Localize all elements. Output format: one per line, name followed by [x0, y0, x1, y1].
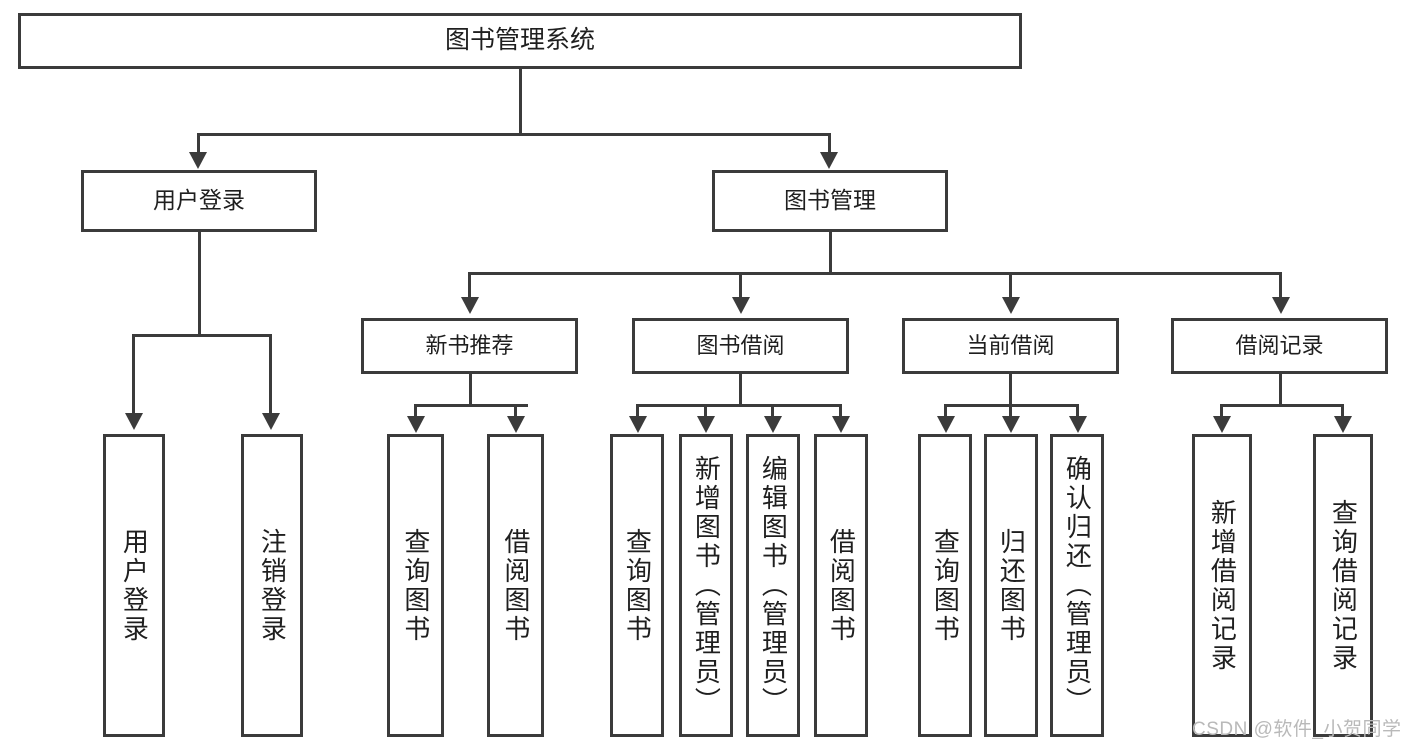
arrowhead-query-book-2: [629, 416, 647, 433]
connector-drop-borrow-book-2: [839, 404, 842, 418]
arrowhead-query-record: [1334, 416, 1352, 433]
connector-borrow-record-bus: [1220, 404, 1344, 407]
node-leaf-edit-book[interactable]: 编辑图书（管理员）: [746, 434, 800, 737]
connector-drop-query-book-3: [944, 404, 947, 418]
arrowhead-current-borrow: [1002, 297, 1020, 314]
node-user-login-label: 用户登录: [153, 187, 245, 214]
node-leaf-confirm-return[interactable]: 确认归还（管理员）: [1050, 434, 1104, 737]
connector-drop-current-borrow: [1009, 272, 1012, 299]
connector-drop-edit-book: [771, 404, 774, 418]
node-root-label: 图书管理系统: [444, 26, 595, 55]
arrowhead-leaf-user-login: [125, 413, 143, 430]
node-leaf-logout-label: 注销登录: [257, 527, 288, 644]
node-leaf-query-book-2[interactable]: 查询图书: [610, 434, 664, 737]
arrowhead-borrow-book-1: [507, 416, 525, 433]
node-leaf-query-book-3-label: 查询图书: [930, 527, 961, 644]
node-leaf-query-book-2-label: 查询图书: [622, 527, 653, 644]
connector-drop-leaf-logout: [269, 334, 272, 415]
node-book-manage-label: 图书管理: [784, 187, 876, 214]
arrowhead-user-login: [189, 152, 207, 169]
arrowhead-query-book-3: [937, 416, 955, 433]
arrowhead-add-record: [1213, 416, 1231, 433]
connector-drop-query-book-1: [414, 404, 417, 418]
node-current-borrow-label: 当前借阅: [966, 333, 1055, 359]
node-new-book-recommend[interactable]: 新书推荐: [361, 318, 578, 374]
node-leaf-query-record[interactable]: 查询借阅记录: [1313, 434, 1373, 737]
connector-root-stem: [519, 69, 522, 135]
connector-user-login-bus: [132, 334, 272, 337]
node-book-manage[interactable]: 图书管理: [712, 170, 948, 232]
connector-drop-add-book: [704, 404, 707, 418]
arrowhead-return-book: [1002, 416, 1020, 433]
arrowhead-edit-book: [764, 416, 782, 433]
node-leaf-confirm-return-label: 确认归还（管理员）: [1062, 455, 1093, 716]
node-borrow-record[interactable]: 借阅记录: [1171, 318, 1388, 374]
node-leaf-query-book-3[interactable]: 查询图书: [918, 434, 972, 737]
node-root[interactable]: 图书管理系统: [18, 13, 1022, 69]
connector-drop-add-record: [1220, 404, 1223, 418]
node-current-borrow[interactable]: 当前借阅: [902, 318, 1119, 374]
node-leaf-borrow-book-1[interactable]: 借阅图书: [487, 434, 544, 737]
node-borrow-record-label: 借阅记录: [1235, 333, 1324, 359]
node-leaf-borrow-book-2[interactable]: 借阅图书: [814, 434, 868, 737]
arrowhead-confirm-return: [1069, 416, 1087, 433]
connector-drop-book-manage: [828, 133, 831, 155]
node-leaf-user-login[interactable]: 用户登录: [103, 434, 165, 737]
connector-new-book-recommend-stem: [469, 374, 472, 407]
node-leaf-return-book-label: 归还图书: [996, 527, 1027, 644]
node-leaf-borrow-book-1-label: 借阅图书: [500, 527, 531, 644]
connector-drop-return-book: [1009, 404, 1012, 418]
connector-drop-borrow-book-1: [514, 404, 517, 418]
connector-drop-user-login: [197, 133, 200, 155]
arrowhead-query-book-1: [407, 416, 425, 433]
node-user-login[interactable]: 用户登录: [81, 170, 317, 232]
connector-new-book-recommend-bus: [414, 404, 528, 407]
connector-book-borrow-bus: [636, 404, 842, 407]
node-leaf-query-book-1-label: 查询图书: [400, 527, 431, 644]
node-leaf-query-record-label: 查询借阅记录: [1328, 498, 1359, 673]
node-leaf-add-record[interactable]: 新增借阅记录: [1192, 434, 1252, 737]
watermark-text: CSDN @软件_小贺同学: [1192, 719, 1402, 740]
node-leaf-add-book-label: 新增图书（管理员）: [691, 455, 722, 716]
connector-current-borrow-stem: [1009, 374, 1012, 407]
node-book-borrow[interactable]: 图书借阅: [632, 318, 849, 374]
connector-drop-leaf-user-login: [132, 334, 135, 415]
node-leaf-logout[interactable]: 注销登录: [241, 434, 303, 737]
node-leaf-add-book[interactable]: 新增图书（管理员）: [679, 434, 733, 737]
connector-root-bus: [197, 133, 831, 136]
node-leaf-return-book[interactable]: 归还图书: [984, 434, 1038, 737]
connector-borrow-record-stem: [1279, 374, 1282, 407]
arrowhead-leaf-logout: [262, 413, 280, 430]
connector-book-manage-bus: [468, 272, 1282, 275]
node-book-borrow-label: 图书借阅: [696, 333, 785, 359]
arrowhead-book-manage: [820, 152, 838, 169]
node-new-book-recommend-label: 新书推荐: [425, 333, 514, 359]
node-leaf-add-record-label: 新增借阅记录: [1207, 498, 1238, 673]
arrowhead-borrow-record: [1272, 297, 1290, 314]
arrowhead-book-borrow: [732, 297, 750, 314]
node-leaf-edit-book-label: 编辑图书（管理员）: [758, 455, 789, 716]
arrowhead-add-book: [697, 416, 715, 433]
arrowhead-borrow-book-2: [832, 416, 850, 433]
connector-user-login-stem: [198, 232, 201, 336]
connector-book-manage-stem: [829, 232, 832, 274]
node-leaf-borrow-book-2-label: 借阅图书: [826, 527, 857, 644]
connector-drop-confirm-return: [1076, 404, 1079, 418]
connector-drop-query-book-2: [636, 404, 639, 418]
connector-drop-query-record: [1341, 404, 1344, 418]
connector-drop-book-borrow: [739, 272, 742, 299]
connector-drop-new-book-recommend: [468, 272, 471, 299]
arrowhead-new-book-recommend: [461, 297, 479, 314]
connector-book-borrow-stem: [739, 374, 742, 407]
node-leaf-query-book-1[interactable]: 查询图书: [387, 434, 444, 737]
connector-drop-borrow-record: [1279, 272, 1282, 299]
node-leaf-user-login-label: 用户登录: [119, 527, 150, 644]
